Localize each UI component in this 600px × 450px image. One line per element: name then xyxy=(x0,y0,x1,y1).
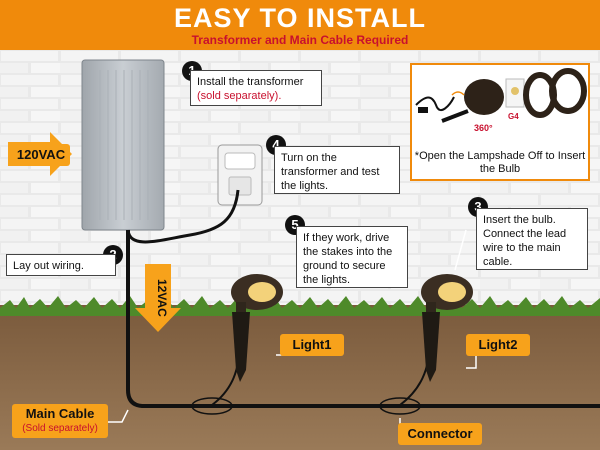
main-cable-note: (Sold separately) xyxy=(22,423,98,434)
lamp-housing xyxy=(464,79,504,115)
lead-wire xyxy=(415,96,455,111)
main-cable-line xyxy=(126,230,600,408)
voltage-in-label: 120VAC xyxy=(12,144,70,166)
stake xyxy=(441,109,469,123)
voltage-out-label: 12VAC xyxy=(155,279,169,317)
connector-2 xyxy=(379,397,421,415)
power-cord xyxy=(126,189,240,244)
step1-note: Install the transformer (sold separately… xyxy=(190,70,322,106)
main-cable-title: Main Cable xyxy=(25,406,95,421)
inset-caption: *Open the Lampshade Off to Insert the Bu… xyxy=(414,150,586,175)
step1-text: Install the transformer xyxy=(197,76,304,88)
step1-subtext: (sold separately). xyxy=(197,90,282,102)
step4-note: Turn on the transformer and test the lig… xyxy=(274,146,400,194)
light1-label: Light1 xyxy=(280,334,344,356)
step2-note: Lay out wiring. xyxy=(6,254,116,276)
connector-1 xyxy=(191,397,233,415)
light2-fixture xyxy=(421,274,473,382)
voltage-out-arrow xyxy=(135,264,181,332)
light1-fixture xyxy=(231,274,283,382)
rotate-label: 360° xyxy=(474,123,493,133)
page-title: EASY TO INSTALL xyxy=(173,3,427,33)
lamp-lens xyxy=(549,68,587,114)
header-banner xyxy=(0,0,600,50)
light2-label: Light2 xyxy=(466,334,530,356)
step3-note: Insert the bulb. Connect the lead wire t… xyxy=(476,208,588,270)
transformer-box xyxy=(81,59,165,231)
main-cable-label: Main Cable (Sold separately) xyxy=(12,404,108,438)
inset-panel: 360° G4 xyxy=(410,63,590,181)
connector-label: Connector xyxy=(398,423,482,445)
bulb-label: G4 xyxy=(508,112,519,121)
step5-note: If they work, drive the stakes into the … xyxy=(296,226,408,288)
page-subtitle: Transformer and Main Cable Required xyxy=(191,33,409,47)
inset-illustration: 360° G4 xyxy=(415,68,587,133)
